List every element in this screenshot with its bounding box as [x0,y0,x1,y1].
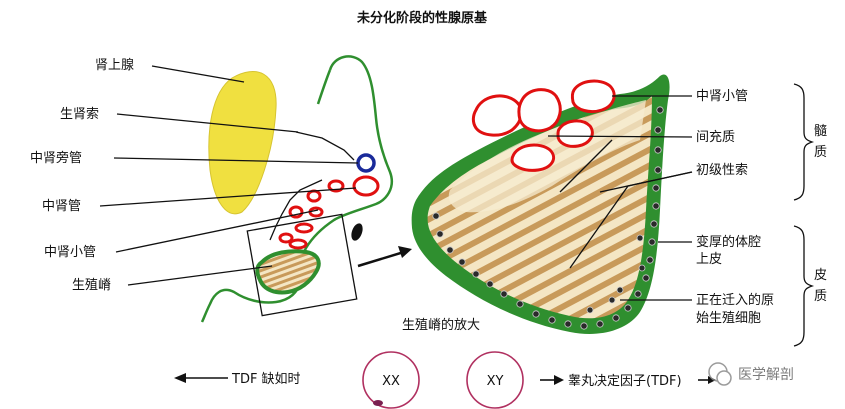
cortex-bracket [793,225,815,347]
small-genital-ridge [255,249,321,295]
label-thickened-epithelium-2: 上皮 [696,252,722,267]
coelomic-epithelium-outline [200,55,393,323]
left-arrow [174,373,228,383]
primordial-germ-cells [432,106,664,330]
label-mesonephric-tubule-left: 中肾小管 [44,245,96,260]
leader-sex-cords-3 [569,185,629,269]
coelomic-epithelium-top [316,69,332,105]
paramesonephric-duct [356,153,376,173]
right-arrow [540,375,564,385]
leader-paramesonephric-duct [113,157,359,164]
medulla-char-2: 质 [814,145,827,160]
cell-xx-label: XX [382,374,400,389]
medulla-char-1: 髓 [814,124,827,139]
label-thickened-epithelium-1: 变厚的体腔 [696,234,761,250]
label-genital-cord: 生肾索 [60,107,99,122]
leader-mesonephric-duct [99,187,357,207]
cell-xx-nucleus [373,400,383,406]
cell-xy [466,351,524,409]
enlarge-arrow [357,246,412,268]
cortex-char-1: 皮 [814,268,827,283]
label-primary-sex-cords: 初级性索 [696,163,748,178]
watermark-text: 医学解剖 [738,367,794,383]
cortex-char-2: 质 [814,289,827,304]
genital-cord-outline [269,131,355,241]
tdf-arrow [698,376,716,384]
label-migrating-cells-1: 正在迁入的原 [696,292,774,308]
leader-mesonephric-tubule-left [115,209,319,253]
leader-sex-cords-4 [627,171,693,187]
watermark: 医学解剖 [708,362,794,386]
tdf-absent-text: TDF 缺如时 [231,371,301,387]
large-mesonephric-tubules [471,79,616,172]
cell-xx [362,351,420,409]
leader-genital-cord [116,113,299,133]
label-paramesonephric-duct: 中肾旁管 [30,150,82,166]
label-migrating-cells-2: 始生殖细胞 [696,310,761,326]
label-genital-ridge: 生殖嵴 [72,277,111,293]
label-adrenal: 肾上腺 [95,58,134,73]
leader-sex-cords-1 [559,139,613,193]
label-mesonephric-tubule-right: 中肾小管 [696,89,748,104]
zoom-frame [246,213,358,317]
enlarged-caption: 生殖嵴的放大 [402,317,480,333]
diagram-title: 未分化阶段的性腺原基 [356,10,488,26]
label-mesonephric-duct: 中肾管 [42,199,81,214]
leader-mesenchyme [547,135,693,138]
medulla-bracket [793,83,815,201]
leader-adrenal [151,65,245,83]
adrenal-gland [208,71,277,215]
mesonephric-duct [352,175,380,197]
label-mesenchyme: 间充质 [696,129,735,145]
cell-xy-label: XY [487,374,504,389]
tdf-text: 睾丸决定因子(TDF) [568,373,682,389]
leader-genital-ridge [127,265,273,286]
dark-oval [351,223,363,241]
